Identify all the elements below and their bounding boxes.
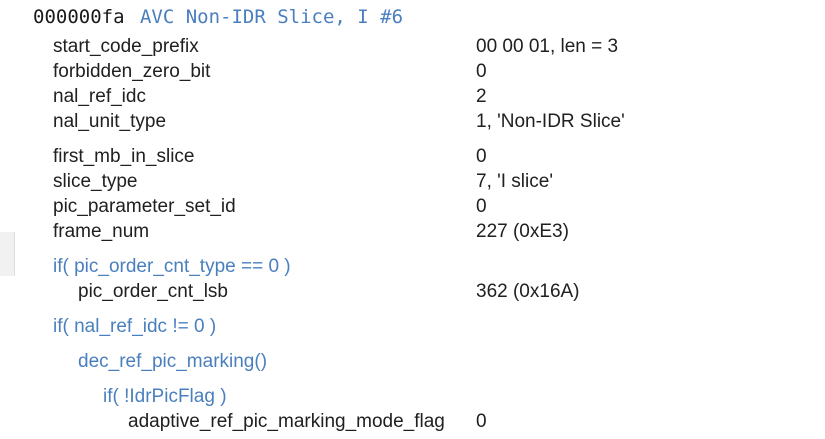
field-name: pic_order_cnt_lsb — [78, 281, 228, 302]
condition-text: if( !IdrPicFlag ) — [103, 386, 227, 407]
field-name: start_code_prefix — [53, 36, 199, 57]
field-value: 0 — [476, 146, 487, 167]
byte-offset: 000000fa — [33, 6, 125, 28]
field-value: 00 00 01, len = 3 — [476, 36, 619, 57]
condition-text: if( nal_ref_idc != 0 ) — [53, 316, 217, 337]
field-value: 362 (0x16A) — [476, 281, 580, 302]
field-value: 227 (0xE3) — [476, 221, 569, 242]
field-name: nal_unit_type — [53, 111, 167, 132]
field-name: nal_ref_idc — [53, 86, 146, 107]
field-name: forbidden_zero_bit — [53, 61, 211, 82]
function-text: dec_ref_pic_marking() — [78, 351, 268, 372]
field-value: 0 — [476, 61, 487, 82]
condition-text: if( pic_order_cnt_type == 0 ) — [53, 256, 291, 277]
nal-unit-title: AVC Non-IDR Slice, I #6 — [139, 6, 404, 28]
nal-unit-header[interactable]: 000000fa AVC Non-IDR Slice, I #6 — [33, 5, 403, 29]
field-name: frame_num — [53, 221, 150, 242]
field-name: pic_parameter_set_id — [53, 196, 236, 217]
field-name: slice_type — [53, 171, 138, 192]
field-name: first_mb_in_slice — [53, 146, 195, 167]
field-value: 0 — [476, 411, 487, 432]
scrollbar-handle[interactable] — [0, 232, 15, 276]
field-value: 2 — [476, 86, 487, 107]
field-value: 0 — [476, 196, 487, 217]
field-value: 7, 'I slice' — [476, 171, 553, 192]
field-value: 1, 'Non-IDR Slice' — [476, 111, 625, 132]
field-name: adaptive_ref_pic_marking_mode_flag — [128, 411, 445, 432]
